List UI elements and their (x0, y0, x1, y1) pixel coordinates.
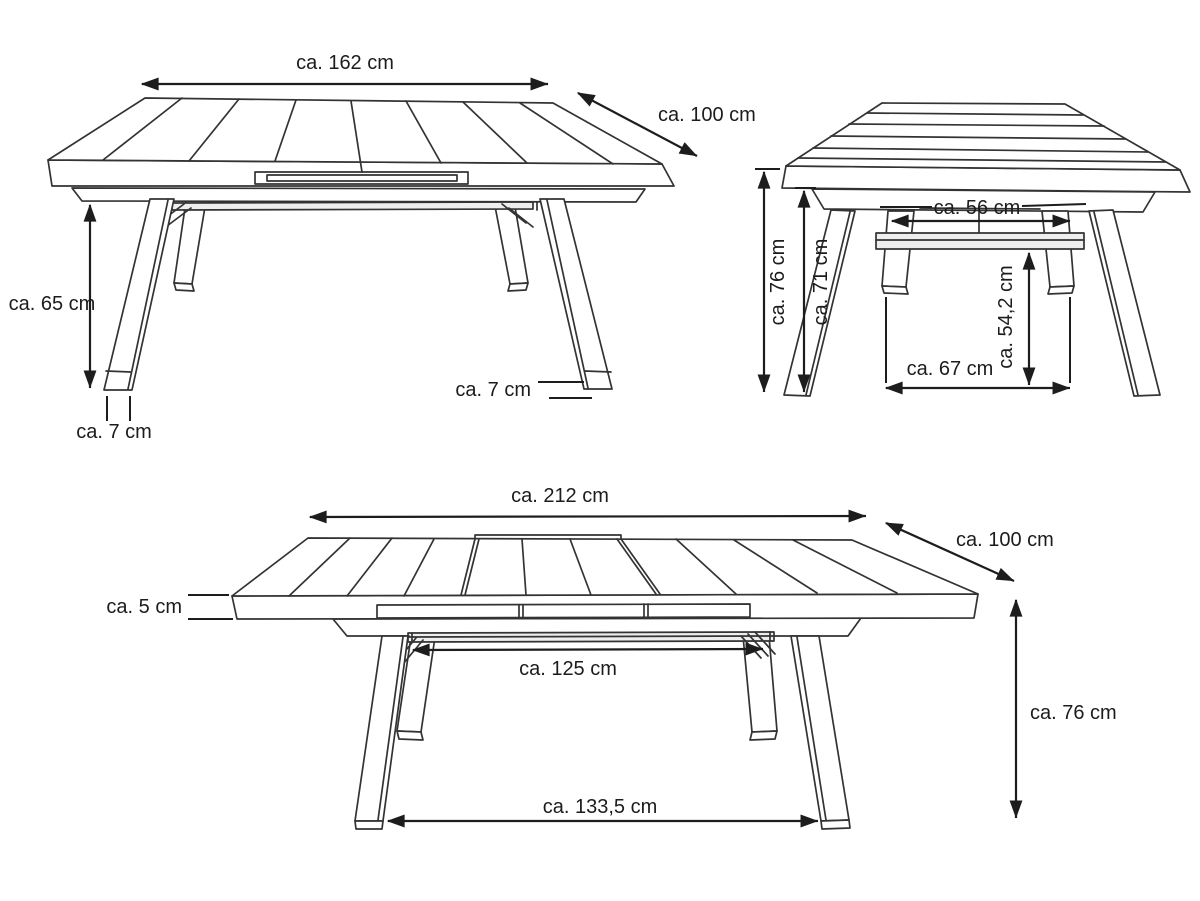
side-outer-left-leg-edge (805, 211, 851, 396)
ext-stretcher-edges (407, 631, 775, 643)
ext-front-right-foot (820, 819, 851, 830)
front-left-leg-edges (105, 199, 169, 390)
front-left-leg (103, 198, 175, 391)
dim-ticks-leg-thickness (538, 381, 592, 399)
side-inner-right-foot (1047, 285, 1075, 295)
plank-lines (102, 97, 614, 165)
ext-back-right-foot (749, 730, 778, 741)
ext-front-left-leg-edge (377, 636, 404, 821)
back-right-leg (493, 200, 529, 285)
ext-leaf-edge-lines (460, 538, 661, 596)
dim-arrow-stretcher-125 (411, 642, 764, 657)
dim-label-leg-height-65: ca. 65 cm (9, 293, 96, 315)
dim-label-width-162: ca. 162 cm (296, 52, 394, 74)
side-outer-right-leg-edge (1093, 211, 1139, 396)
dim-label-span-1335: ca. 133,5 cm (543, 796, 658, 818)
leaf-recess-inner (266, 174, 458, 182)
dim-label-leg-width-7: ca. 7 cm (76, 421, 152, 443)
apron (71, 187, 646, 203)
dim-label-width-212: ca. 212 cm (511, 485, 609, 507)
ext-front-right-leg (790, 635, 850, 822)
back-left-foot (173, 282, 195, 292)
dim-arrow-width-212 (308, 509, 867, 524)
leaf-recess-outer (254, 171, 469, 185)
side-inner-left-foot (881, 285, 909, 295)
ext-leaf-band (376, 603, 751, 619)
dim-ticks-top-thickness (188, 594, 233, 620)
dim-label-height-76: ca. 76 cm (1030, 702, 1117, 724)
back-right-foot (507, 282, 529, 292)
back-left-leg (173, 200, 207, 285)
dim-label-stretcher-542: ca. 54,2 cm (995, 265, 1017, 368)
side-stretcher (875, 232, 1085, 250)
ext-front-left-foot (354, 820, 384, 830)
dim-label-span-67: ca. 67 cm (907, 358, 994, 380)
view-extended-front: ca. 212 cm ca. 100 cm ca. 5 cm ca. 125 c… (106, 485, 1117, 830)
dim-label-leg-thickness-7: ca. 7 cm (455, 379, 531, 401)
dim-label-total-height-76: ca. 76 cm (767, 239, 789, 326)
dim-label-depth-100: ca. 100 cm (956, 529, 1054, 551)
side-outer-right-leg (1088, 209, 1161, 397)
leaf-split-line (350, 100, 363, 173)
leg-braces (159, 203, 534, 228)
under-rail (171, 201, 534, 211)
ext-front-right-leg-edge (796, 636, 827, 821)
ext-plank-lines (288, 537, 898, 597)
ext-top-surface (231, 537, 979, 597)
leaders-56 (880, 203, 1087, 208)
dim-label-depth-100: ca. 100 cm (658, 104, 756, 126)
dim-arrow-depth-100 (576, 92, 698, 157)
dim-ticks-67 (885, 297, 1071, 383)
dim-label-under-top-71: ca. 71 cm (810, 239, 832, 326)
ext-back-left-foot (396, 730, 424, 741)
view-side: ca. 76 cm ca. 71 cm ca. 56 cm ca. 54,2 c… (755, 102, 1191, 397)
front-right-leg (539, 198, 613, 390)
side-plank-lines (797, 112, 1167, 163)
dim-label-stretcher-125: ca. 125 cm (519, 658, 617, 680)
dim-ticks-leg-width (106, 396, 131, 421)
ext-leaf-back-step (474, 534, 622, 540)
dim-label-top-thickness-5: ca. 5 cm (106, 596, 182, 618)
view-closed-front: ca. 162 cm ca. 100 cm ca. 65 cm ca. 7 cm… (9, 52, 756, 443)
dim-label-span-56: ca. 56 cm (934, 197, 1021, 219)
front-right-leg-edges (546, 199, 612, 389)
ext-leaf-band-ticks (518, 603, 649, 618)
side-top-surface (785, 102, 1181, 171)
dim-arrow-depth-100 (884, 521, 1015, 583)
